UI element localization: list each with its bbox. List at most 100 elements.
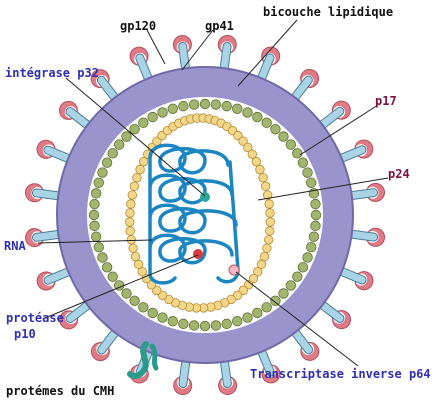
matrix-protein	[232, 316, 243, 327]
capsid-protein	[138, 156, 149, 167]
capsid-protein	[135, 164, 145, 175]
spike	[36, 139, 73, 163]
matrix-protein	[89, 220, 100, 232]
matrix-protein	[261, 117, 272, 128]
label-p24: p24	[388, 167, 410, 181]
matrix-protein	[278, 131, 289, 142]
matrix-protein	[121, 131, 132, 142]
matrix-protein	[97, 252, 108, 263]
matrix-protein	[188, 99, 200, 110]
capsid-protein	[264, 199, 274, 209]
matrix-protein	[93, 177, 104, 188]
capsid-protein	[255, 164, 265, 175]
spike	[173, 357, 193, 396]
matrix-protein	[147, 111, 158, 123]
spike	[317, 300, 352, 330]
matrix-protein	[252, 111, 263, 123]
matrix-protein	[138, 117, 149, 128]
spike	[290, 327, 320, 361]
capsid-p24-ring	[125, 113, 275, 313]
capsid-protein	[128, 243, 138, 254]
matrix-protein	[199, 320, 211, 332]
label-protease: protéase	[6, 311, 64, 325]
matrix-protein	[210, 320, 222, 331]
mhc-protein-icon	[127, 341, 159, 380]
matrix-protein	[297, 157, 309, 168]
matrix-protein	[101, 157, 113, 168]
spike	[36, 267, 73, 291]
matrix-protein	[199, 98, 211, 110]
rna-coil	[148, 143, 240, 285]
matrix-protein	[242, 107, 253, 118]
capsid-protein	[126, 199, 136, 209]
capsid-protein	[262, 190, 273, 200]
leader-lines	[37, 19, 389, 367]
matrix-protein	[90, 188, 102, 199]
capsid-protein	[152, 285, 162, 296]
label-rna: RNA	[4, 239, 26, 253]
capsid-protein	[126, 235, 137, 245]
matrix-protein	[167, 103, 178, 114]
matrix-protein	[302, 252, 313, 263]
matrix-protein	[90, 231, 102, 242]
matrix-protein	[310, 198, 321, 210]
matrix-protein	[129, 295, 140, 307]
matrix-protein	[157, 107, 168, 118]
matrix-protein	[147, 307, 158, 319]
matrix-protein	[178, 318, 189, 330]
capsid-protein	[125, 208, 135, 218]
matrix-protein	[252, 307, 263, 319]
envelope-spikes	[24, 34, 386, 396]
matrix-protein	[157, 312, 168, 323]
spike	[172, 34, 192, 73]
spike	[129, 46, 153, 83]
capsid-protein	[265, 217, 275, 227]
capsid-protein	[127, 190, 138, 200]
matrix-protein	[285, 139, 297, 150]
label-reverse-transcriptase: Transcriptase inverse p64	[250, 367, 431, 381]
matrix-protein	[138, 302, 149, 313]
capsid-protein	[243, 142, 253, 153]
matrix-protein	[310, 220, 321, 232]
matrix-protein	[221, 318, 232, 330]
matrix-protein	[210, 99, 222, 110]
spike	[317, 100, 351, 130]
matrix-protein	[242, 312, 253, 323]
spike	[290, 68, 320, 103]
matrix-protein	[121, 288, 132, 299]
matrix-protein	[278, 288, 289, 299]
matrix-protein	[297, 262, 309, 273]
capsid-protein	[238, 136, 248, 146]
capsid-protein	[125, 226, 135, 236]
matrix-protein	[292, 148, 303, 159]
matrix-protein	[270, 295, 281, 307]
matrix-protein	[188, 320, 200, 331]
capsid-protein	[247, 149, 258, 159]
capsid-protein	[253, 267, 263, 277]
matrix-protein	[292, 271, 303, 282]
spike	[347, 182, 386, 202]
spike	[347, 227, 386, 247]
capsid-protein	[133, 259, 144, 270]
spike	[24, 228, 63, 248]
matrix-protein	[167, 316, 178, 327]
spike	[59, 300, 93, 330]
capsid-protein	[125, 217, 135, 227]
matrix-protein	[107, 271, 118, 282]
label-mhc-proteins: protémes du CMH	[6, 384, 114, 398]
matrix-protein	[107, 148, 118, 159]
capsid-protein	[137, 267, 147, 277]
matrix-protein	[302, 167, 313, 178]
capsid-protein	[132, 172, 142, 183]
matrix-protein	[270, 123, 281, 135]
matrix-protein	[306, 177, 317, 188]
capsid-protein	[251, 156, 262, 167]
matrix-protein	[261, 302, 272, 313]
spike	[218, 357, 238, 396]
label-lipid-bilayer: bicouche lipidique	[263, 5, 393, 19]
label-protease-p10: p10	[14, 327, 36, 341]
capsid-protein	[258, 172, 268, 183]
capsid-protein	[130, 251, 141, 262]
